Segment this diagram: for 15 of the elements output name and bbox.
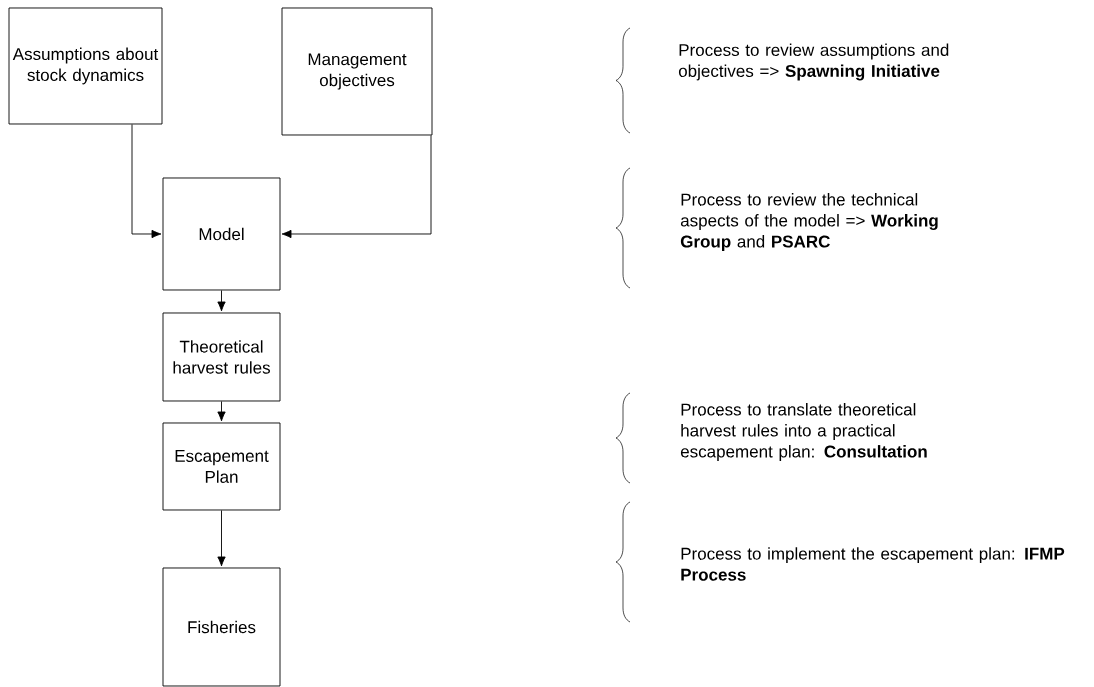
annotation-text: Process to review the technical aspects of the model => Working Group and PSARC [680,193,938,251]
annotation-text: Process to review assumptions and objectives => Spawning Initiative [678,43,949,81]
arrow [131,124,162,239]
arrow [217,510,226,567]
annotation-text: Process to translate theoretical harvest rules into a practical escapement plan: Consultation [680,403,927,461]
process-box: Model [162,177,281,291]
arrow [217,401,226,422]
process-box: Assumptions about stock dynamics [8,7,163,125]
annotation-text: Process to implement the escapement plan: IFMP Process [681,547,1065,581]
arrow [217,290,226,312]
process-box: Theoretical harvest rules [162,312,281,402]
process-box: Management objectives [281,7,433,136]
process-box: Escapement Plan [162,422,281,511]
arrow [281,135,432,239]
process-box: Fisheries [162,567,281,687]
